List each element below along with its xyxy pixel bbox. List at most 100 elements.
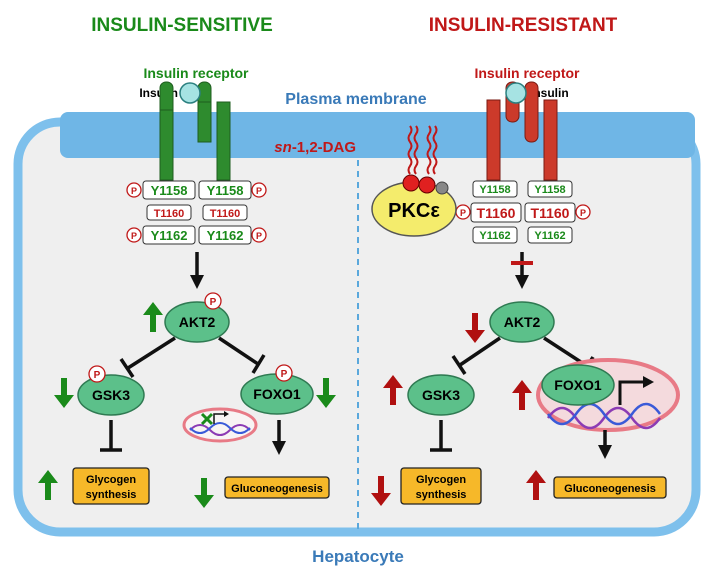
gsk3-label-right: GSK3 (422, 387, 460, 403)
akt2-node-left (164, 301, 230, 343)
glycogen-line1-left: Glycogen (86, 474, 136, 486)
residue-t1160-left-b: T1160 (210, 208, 241, 220)
phospho-text: P (460, 208, 466, 218)
phospho-akt2-left (204, 292, 222, 310)
down-arrow-gsk3-left (54, 378, 74, 408)
residue-box-y1158-right-a (472, 180, 518, 198)
phospho-right-t1160b (575, 204, 591, 220)
dna-active-right (546, 402, 662, 430)
phospho-text: P (256, 231, 262, 241)
title-insulin-resistant: INSULIN-RESISTANT (429, 15, 618, 36)
receptor-beta-right-2 (543, 99, 558, 181)
phospho-text: P (210, 297, 217, 308)
right-receptor: Insulin receptor Insulin Y1158 Y1158 P T… (455, 65, 591, 244)
residue-box-t1160-left-a (146, 204, 192, 221)
hepatocyte-label: Hepatocyte (312, 547, 404, 566)
residue-y1162-right-b: Y1162 (534, 230, 565, 242)
phospho-text: P (131, 186, 137, 196)
residue-y1158-right-a: Y1158 (479, 184, 510, 196)
glycogen-box-right (400, 467, 482, 505)
up-arrow-glycogen-left (38, 470, 58, 500)
residue-y1162-left-a: Y1162 (151, 228, 188, 243)
phospho-text: P (131, 231, 137, 241)
inhibit-akt2-gsk3-right (459, 336, 501, 367)
glycogen-box-left (72, 467, 150, 505)
phospho-gsk3-left (88, 365, 106, 383)
inhibit-akt2-gsk3-left (127, 336, 176, 370)
insulin-molecule-right (505, 82, 527, 104)
dag-head-3 (435, 181, 449, 195)
phospho-text: P (281, 369, 288, 380)
insulin-molecule-left (179, 82, 201, 104)
phospho-text: P (256, 186, 262, 196)
foxo1-label-right: FOXO1 (554, 377, 602, 393)
gsk3-label-left: GSK3 (92, 387, 130, 403)
gluconeo-label-left: Gluconeogenesis (231, 483, 323, 495)
insulin-receptor-label-left: Insulin receptor (143, 65, 249, 81)
receptor-beta-left-1 (159, 109, 174, 181)
phospho-left-y1162a (126, 227, 142, 243)
residue-box-t1160-left-b (202, 204, 248, 221)
gsk3-node-right (407, 374, 475, 416)
phospho-left-y1158b (251, 182, 267, 198)
foxo1-label-left: FOXO1 (253, 386, 301, 402)
akt2-label-left: AKT2 (179, 314, 216, 330)
phospho-foxo1-left (275, 364, 293, 382)
left-receptor: Insulin receptor Insulin P Y1158 Y1158 P… (126, 65, 267, 245)
title-insulin-sensitive: INSULIN-SENSITIVE (91, 15, 273, 36)
receptor-alpha-right-2 (524, 81, 539, 143)
glycogen-line1-right: Glycogen (416, 474, 466, 486)
residue-t1160-left-a: T1160 (154, 208, 185, 220)
residue-box-y1158-left-a (142, 180, 196, 200)
inhibit-bar-gsk3-left (119, 358, 135, 378)
akt2-label-right: AKT2 (504, 314, 541, 330)
transcription-arrowhead-right (643, 376, 654, 388)
residue-box-t1160-right-a (470, 202, 522, 223)
gsk3-node-left (77, 374, 145, 416)
residue-box-y1162-left-b (198, 225, 252, 245)
up-arrow-foxo1-right (512, 380, 532, 410)
down-arrow-foxo1-left (316, 378, 336, 408)
receptor-beta-left-2 (216, 101, 231, 181)
plasma-membrane-label: Plasma membrane (285, 91, 427, 108)
dag-lipids (407, 125, 438, 175)
residue-box-y1162-left-a (142, 225, 196, 245)
phospho-text: P (94, 370, 101, 381)
down-arrow-gluconeo-left (194, 478, 214, 508)
dna-inactive-left (182, 407, 258, 443)
residue-box-y1162-right-a (472, 226, 518, 244)
inhibit-bar-foxo1-left (251, 354, 266, 374)
residue-y1158-right-b: Y1158 (534, 184, 565, 196)
residue-y1162-right-a: Y1162 (479, 230, 510, 242)
residue-box-y1158-left-b (198, 180, 252, 200)
dag-head-1 (402, 174, 420, 192)
foxo1-node-right (541, 364, 615, 406)
residue-box-y1158-right-b (527, 180, 573, 198)
residue-y1162-left-b: Y1162 (207, 228, 244, 243)
phospho-text: P (580, 208, 586, 218)
gluconeo-box-left (224, 476, 330, 499)
dag-label: sn-1,2-DAG (274, 139, 356, 156)
residue-box-y1162-right-b (527, 226, 573, 244)
receptor-mid-left (197, 101, 212, 143)
residue-y1158-left-b: Y1158 (207, 183, 244, 198)
glycogen-line2-right: synthesis (416, 489, 467, 501)
residue-y1158-left-a: Y1158 (151, 183, 188, 198)
dag-head-2 (418, 176, 436, 194)
gluconeo-label-right: Gluconeogenesis (564, 483, 656, 495)
inhibit-akt2-foxo1-left (218, 336, 259, 366)
phospho-left-y1158a (126, 182, 142, 198)
phospho-left-y1162b (251, 227, 267, 243)
akt2-node-right (489, 301, 555, 343)
transcription-arrow-right (618, 380, 645, 405)
down-arrow-akt2-right (465, 313, 485, 343)
insulin-receptor-label-right: Insulin receptor (474, 65, 580, 81)
receptor-beta-right-1 (486, 99, 501, 181)
residue-t1160-right-b: T1160 (531, 205, 570, 221)
glycogen-line2-left: synthesis (86, 489, 137, 501)
up-arrow-gluconeo-right (526, 470, 546, 500)
residue-box-t1160-right-b (524, 202, 576, 223)
inhibit-bar-gsk3-right (451, 355, 467, 375)
gluconeo-box-right (553, 476, 667, 499)
